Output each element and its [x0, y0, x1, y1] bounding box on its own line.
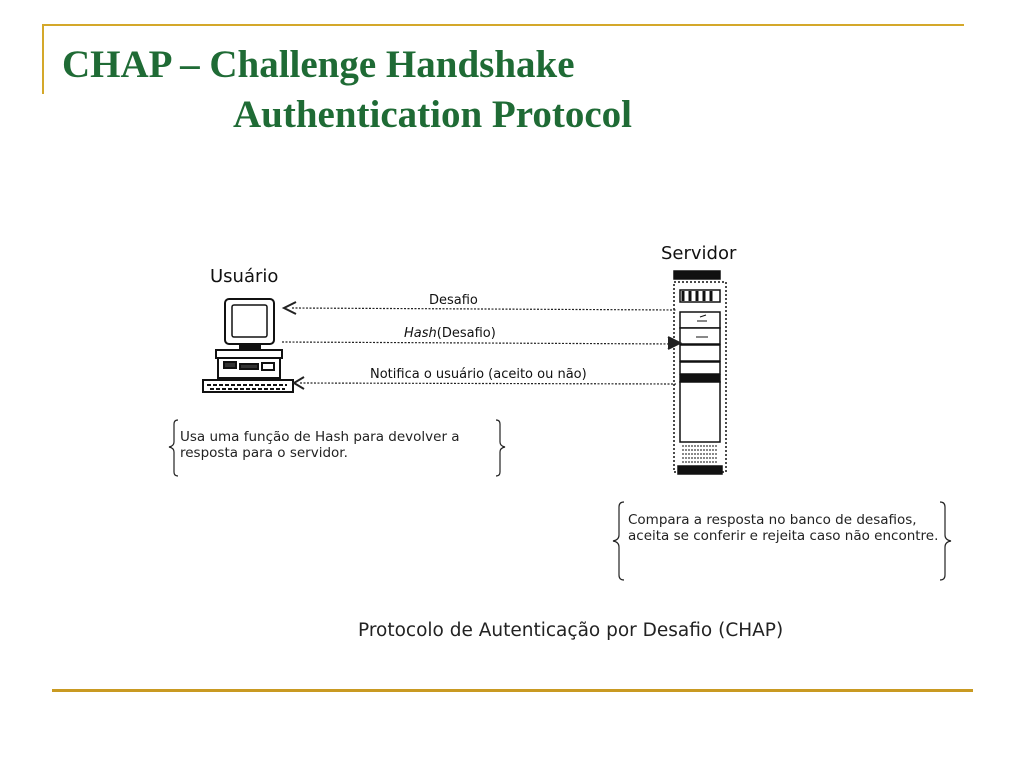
title-line-1: CHAP – Challenge Handshake [62, 43, 575, 86]
message-hash-italic: Hash [404, 326, 437, 341]
message-arrows [281, 301, 683, 390]
right-brace-icon [939, 501, 952, 581]
left-brace-icon [612, 501, 625, 581]
server-label: Servidor [661, 243, 737, 264]
server-note: Compara a resposta no banco de desafios,… [628, 512, 939, 544]
message-notify-user: Notifica o usuário (aceito ou não) [370, 367, 587, 382]
left-brace-icon [168, 419, 179, 477]
message-challenge: Desafio [429, 293, 478, 308]
user-label: Usuário [210, 266, 279, 287]
message-hash-rest: (Desafio) [436, 326, 496, 341]
user-note: Usa uma função de Hash para devolver a r… [180, 429, 460, 461]
slide-title: CHAP – Challenge Handshake Authenticatio… [62, 40, 632, 140]
desktop-computer-icon [202, 298, 294, 393]
diagram-caption: Protocolo de Autenticação por Desafio (C… [358, 620, 784, 641]
right-brace-icon [495, 419, 506, 477]
server-tower-icon [673, 270, 727, 475]
left-accent-rule [42, 24, 44, 94]
message-hash-response: Hash(Desafio) [404, 326, 496, 341]
title-line-2: Authentication Protocol [233, 93, 632, 136]
note-braces [168, 419, 952, 581]
top-accent-rule [42, 24, 964, 26]
arrowhead-left-icon [292, 376, 305, 390]
arrowhead-left-icon [281, 301, 297, 315]
bottom-accent-rule [52, 689, 973, 692]
arrowhead-right-icon [667, 336, 683, 350]
